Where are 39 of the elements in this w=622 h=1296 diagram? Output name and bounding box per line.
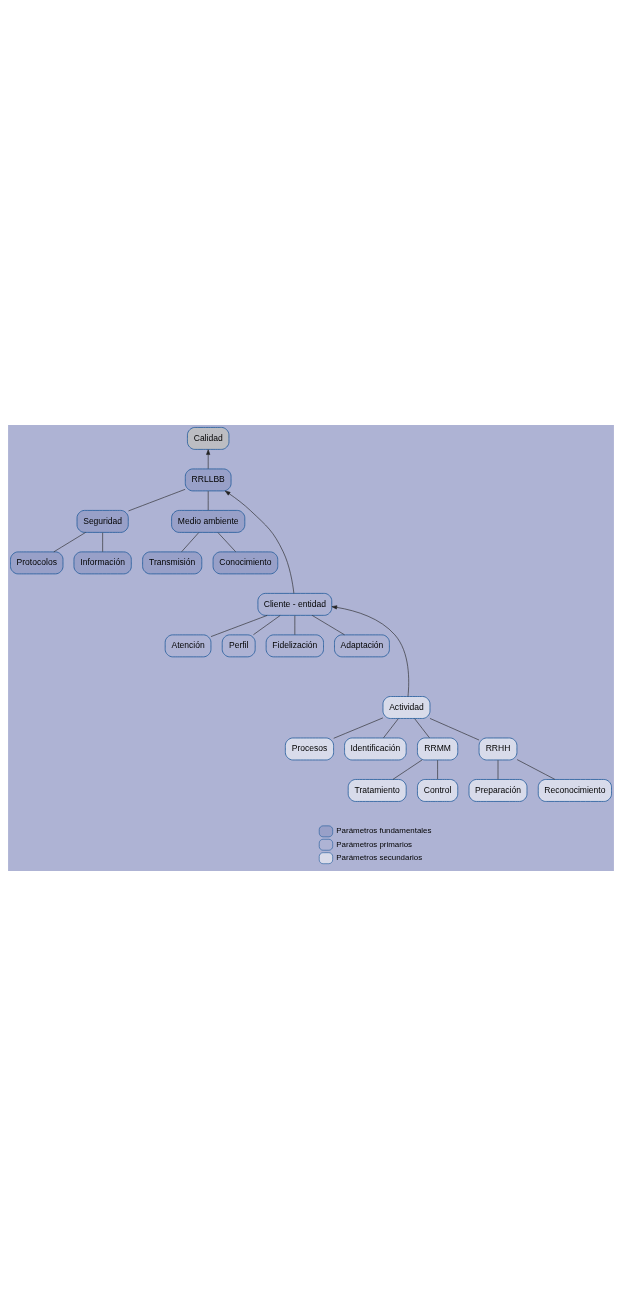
- node-box: Control: [417, 779, 459, 802]
- node-box: Transmisión: [142, 551, 203, 575]
- connector: [437, 759, 438, 780]
- connector: [217, 532, 236, 552]
- node-box: Actividad: [382, 696, 431, 719]
- connector: [429, 718, 480, 741]
- node-box: RRHH: [478, 737, 518, 761]
- node-box: Reconocimiento: [537, 779, 612, 802]
- connector: [128, 489, 186, 512]
- node-box: Fidelización: [265, 634, 324, 658]
- node-box: Protocolos: [10, 551, 64, 575]
- connector: [253, 615, 281, 635]
- node-box: RRLLBB: [184, 468, 232, 492]
- node-box: Perfil: [221, 634, 256, 658]
- node-box: RRMM: [417, 737, 459, 761]
- node-box: Identificación: [344, 737, 407, 761]
- connector: [102, 532, 103, 552]
- node-box: Tratamiento: [347, 779, 407, 802]
- connector: [181, 532, 199, 552]
- node-box: Calidad: [187, 427, 230, 450]
- connector: [516, 759, 556, 780]
- node-box: Procesos: [284, 737, 334, 761]
- arrow: [224, 490, 295, 594]
- connector: [392, 759, 423, 780]
- arrow: [206, 449, 211, 470]
- node-box: Cliente - entidad: [257, 593, 333, 616]
- node-box: Medio ambiente: [171, 510, 246, 533]
- connector: [383, 718, 399, 739]
- node-box: Adaptación: [334, 634, 390, 658]
- connector: [210, 615, 268, 637]
- node-box: Información: [73, 551, 132, 575]
- node-box: Atención: [164, 634, 212, 658]
- connector: [53, 532, 86, 553]
- connector: [333, 717, 384, 739]
- node-box: Preparación: [468, 779, 528, 802]
- connector: [311, 615, 345, 636]
- connector: [414, 718, 430, 739]
- node-box: Conocimiento: [212, 551, 279, 575]
- node-box: Seguridad: [76, 510, 129, 533]
